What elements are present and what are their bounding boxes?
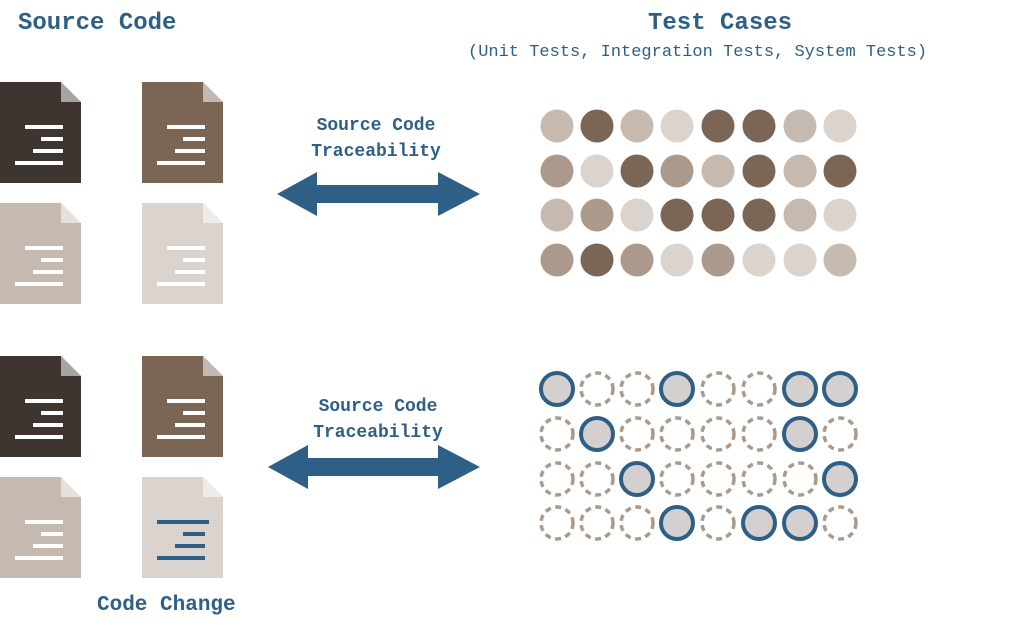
unselected-test-case	[659, 416, 695, 452]
bottom-document-icon-1	[0, 356, 81, 457]
test-case-dot	[701, 154, 735, 188]
test-cases-title: Test Cases	[648, 10, 793, 37]
selected-test-case	[659, 505, 695, 541]
bottom-arrow-label-line1: Source Code	[318, 397, 438, 417]
unselected-test-case	[822, 416, 858, 452]
unselected-test-case	[539, 461, 575, 497]
test-case-dot	[620, 243, 654, 277]
test-case-dot	[580, 243, 614, 277]
test-case-dot	[660, 154, 694, 188]
unselected-test-case	[619, 505, 655, 541]
bottom-document-icon-4	[142, 477, 223, 578]
bottom-source-documents	[0, 356, 223, 578]
unselected-test-case	[700, 416, 736, 452]
test-case-dot	[701, 109, 735, 143]
bottom-traceability-arrow	[268, 445, 480, 489]
unselected-test-case	[700, 371, 736, 407]
selected-test-case	[579, 416, 615, 452]
selected-test-case	[782, 371, 818, 407]
unselected-test-case	[619, 371, 655, 407]
top-document-icon-4	[142, 203, 223, 304]
test-case-dot	[580, 198, 614, 232]
unselected-test-case	[539, 505, 575, 541]
bottom-document-icon-2	[142, 356, 223, 457]
selected-test-case	[782, 416, 818, 452]
top-document-icon-3	[0, 203, 81, 304]
selected-test-case	[782, 505, 818, 541]
test-case-dot	[783, 154, 817, 188]
test-case-dot	[540, 198, 574, 232]
unselected-test-case	[579, 461, 615, 497]
test-cases-subtitle: (Unit Tests, Integration Tests, System T…	[468, 43, 928, 62]
bottom-test-grid	[539, 371, 858, 541]
unselected-test-case	[741, 461, 777, 497]
test-case-dot	[783, 109, 817, 143]
test-case-dot	[701, 243, 735, 277]
unselected-test-case	[579, 505, 615, 541]
test-case-dot	[742, 154, 776, 188]
unselected-test-case	[782, 461, 818, 497]
test-case-dot	[620, 198, 654, 232]
unselected-test-case	[700, 505, 736, 541]
test-case-dot	[660, 109, 694, 143]
test-case-dot	[783, 243, 817, 277]
unselected-test-case	[539, 416, 575, 452]
selected-test-case	[659, 371, 695, 407]
selected-test-case	[822, 461, 858, 497]
test-case-dot	[660, 198, 694, 232]
unselected-test-case	[741, 371, 777, 407]
test-case-dot	[783, 198, 817, 232]
test-case-dot	[540, 243, 574, 277]
unselected-test-case	[659, 461, 695, 497]
unselected-test-case	[579, 371, 615, 407]
test-case-dot	[701, 198, 735, 232]
test-case-dot	[580, 154, 614, 188]
selected-test-case	[619, 461, 655, 497]
test-case-dot	[823, 154, 857, 188]
test-case-dot	[823, 198, 857, 232]
test-case-dot	[742, 109, 776, 143]
test-case-dot	[620, 109, 654, 143]
top-traceability-arrow	[277, 172, 480, 216]
test-case-dot	[742, 198, 776, 232]
bottom-document-icon-3	[0, 477, 81, 578]
selected-test-case	[539, 371, 575, 407]
source-code-title: Source Code	[18, 10, 177, 37]
test-case-dot	[823, 109, 857, 143]
test-case-dot	[823, 243, 857, 277]
selected-test-case	[741, 505, 777, 541]
test-case-dot	[660, 243, 694, 277]
top-arrow-label-line1: Source Code	[316, 116, 436, 136]
unselected-test-case	[619, 416, 655, 452]
code-change-label: Code Change	[97, 594, 236, 617]
test-case-dot	[540, 154, 574, 188]
top-test-grid	[540, 109, 857, 277]
unselected-test-case	[700, 461, 736, 497]
bottom-arrow-label: Source Code Traceability	[298, 394, 458, 446]
unselected-test-case	[822, 505, 858, 541]
top-document-icon-2	[142, 82, 223, 183]
top-arrow-label: Source Code Traceability	[296, 113, 456, 165]
top-arrow-label-line2: Traceability	[311, 142, 441, 162]
top-document-icon-1	[0, 82, 81, 183]
test-case-dot	[742, 243, 776, 277]
test-case-dot	[620, 154, 654, 188]
test-case-dot	[540, 109, 574, 143]
top-source-documents	[0, 82, 223, 304]
test-case-dot	[580, 109, 614, 143]
bottom-arrow-label-line2: Traceability	[313, 423, 443, 443]
selected-test-case	[822, 371, 858, 407]
unselected-test-case	[741, 416, 777, 452]
